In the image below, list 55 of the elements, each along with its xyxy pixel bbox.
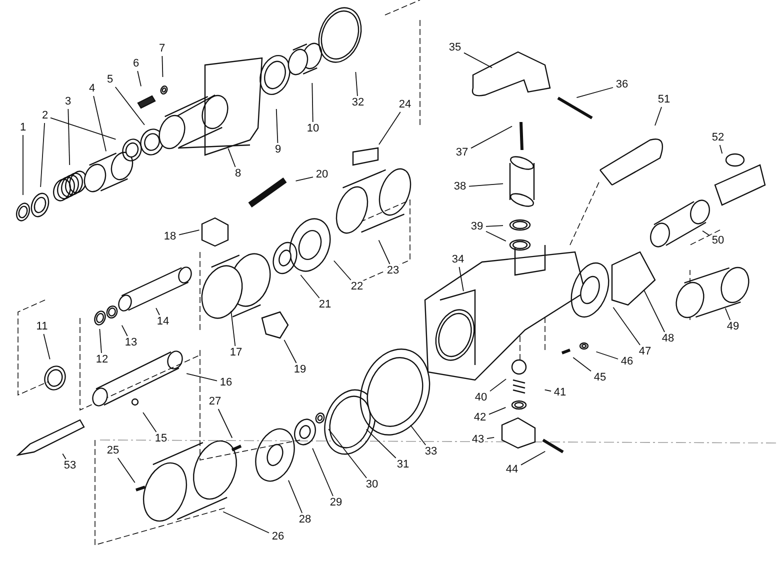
leader-line (114, 86, 145, 126)
leader-line (486, 436, 495, 439)
leader-line (22, 134, 24, 196)
leader-line (142, 412, 157, 432)
leader-line (93, 96, 106, 152)
leader-line (288, 480, 303, 514)
leader-line (312, 448, 334, 496)
leader-line (470, 126, 513, 149)
leader-line (702, 230, 710, 236)
leader-line (276, 108, 278, 144)
leader-line (222, 511, 270, 534)
leader-line (486, 230, 506, 242)
leader-line (468, 183, 504, 187)
leader-line (117, 458, 136, 484)
leader-line (576, 87, 614, 98)
leader-line (43, 334, 50, 360)
leader-line (162, 56, 164, 78)
leader-line (490, 378, 506, 392)
leader-line (50, 117, 116, 140)
leader-line (228, 148, 236, 168)
leader-line (218, 408, 233, 438)
leader-line (156, 308, 160, 316)
leader-line (464, 52, 492, 68)
leader-line (334, 260, 352, 280)
leader-line (230, 310, 236, 346)
leader-line (486, 225, 504, 227)
leader-line (328, 428, 367, 478)
leader-line (366, 428, 396, 458)
leader-line (612, 306, 640, 346)
leader-line (62, 453, 66, 460)
leader-line (520, 450, 546, 466)
leader-line (355, 72, 358, 96)
leader-line (99, 328, 102, 354)
leader-line (295, 176, 314, 182)
leader-line (654, 106, 662, 126)
leader-line (378, 240, 390, 264)
leader-line (644, 290, 665, 332)
leader-line (68, 108, 70, 166)
leader-line (458, 266, 464, 292)
leader-line (121, 324, 128, 336)
leader-line (544, 389, 552, 392)
leader-line (410, 424, 426, 446)
leader-line (724, 308, 731, 320)
leader-line (300, 274, 320, 298)
leader-line (596, 351, 618, 360)
leader-line (312, 82, 314, 122)
leader-line (378, 112, 401, 145)
leader-line (137, 70, 142, 87)
leader-line (572, 357, 592, 372)
leader-line (178, 230, 200, 236)
leader-line (719, 144, 723, 154)
leader-line (284, 340, 297, 364)
leader-line (488, 406, 506, 415)
leader-line (40, 122, 46, 188)
leader-line (186, 373, 218, 382)
